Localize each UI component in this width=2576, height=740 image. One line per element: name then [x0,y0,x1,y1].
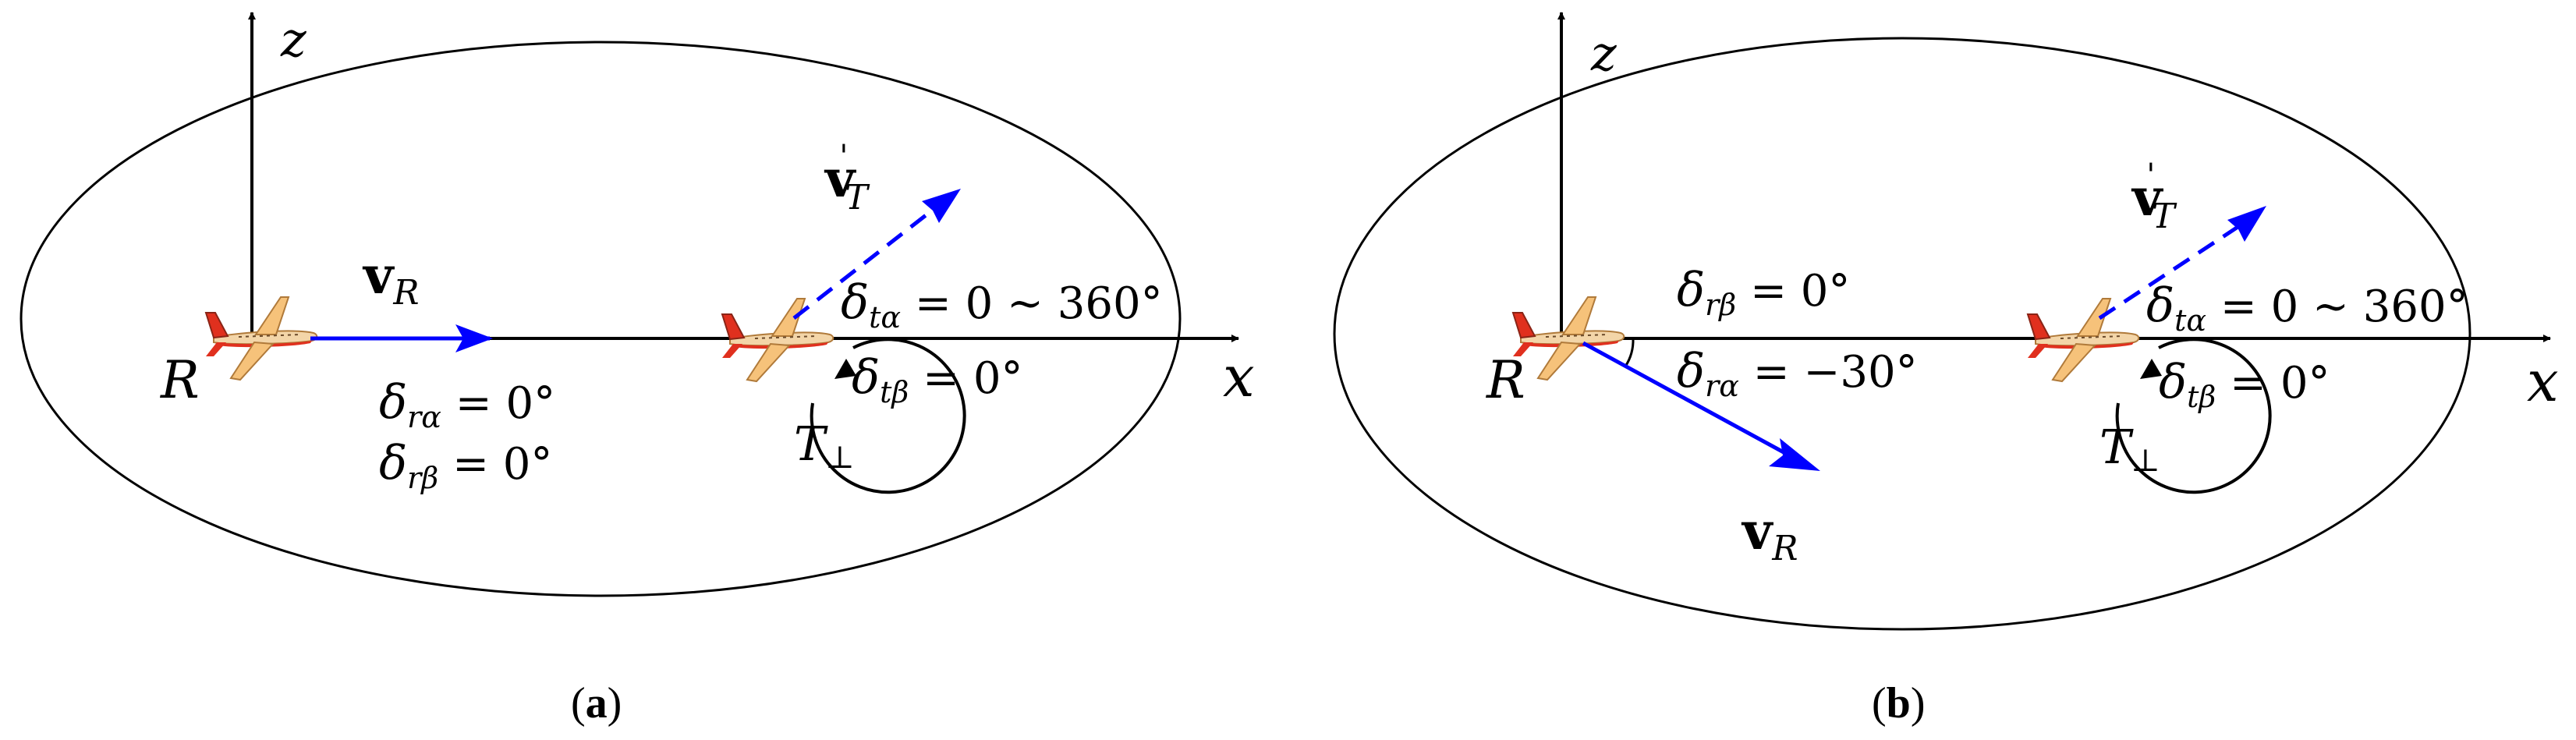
vR-arrow-b [1582,341,1794,459]
x-axis-label-b: x [2527,349,2559,414]
delta-r-alpha-label-b: δrα = −30° [1677,344,1918,403]
vT-label-b: v'T [2131,158,2177,236]
airplane-icon [2027,298,2140,382]
delta-t-alpha-label-b: δtα = 0 ~ 360° [2146,278,2468,338]
z-axis-label-a: z [280,11,306,68]
delta-r-beta-label-b: δrβ = 0° [1677,263,1850,322]
vR-arrowhead-a [455,324,493,352]
vR-label-a: vR [362,245,420,313]
panel-b: z x R vR δrβ = 0° δrα = −30° T⊥ [1333,12,2559,728]
transmitter-label-b: T⊥ [2099,420,2160,479]
vR-arrowhead-b [1769,438,1820,471]
caption-b: (b) [1872,679,1925,728]
angle-arc-b [1624,338,1635,367]
receiver-label-a: R [160,350,200,410]
z-axis-label-b: z [1590,25,1617,82]
delta-t-beta-label-b: δtβ = 0° [2159,355,2330,414]
delta-r-beta-label-a: δrβ = 0° [379,436,552,495]
vT-label-a: v'T [824,139,870,218]
rotation-arrowhead-b [2140,359,2162,379]
vT-arrowhead-a [922,189,961,223]
receiver-label-b: R [1486,350,1525,410]
rotation-arrow-icon [2115,338,2272,494]
caption-a: (a) [571,679,622,728]
x-axis-label-a: x [1223,344,1255,409]
airplane-icon [205,296,318,381]
vT-arrowhead-b [2227,206,2266,242]
airplane-icon [1512,296,1625,381]
rotation-arrowhead-a [834,359,856,379]
ellipse-b [1333,37,2471,631]
delta-t-alpha-label-a: δtα = 0 ~ 360° [841,275,1163,335]
panel-a: z x R vR δrα = 0° δrβ = 0° T⊥ [19,11,1255,728]
ellipse-a [19,41,1182,597]
transmitter-label-a: T⊥ [794,417,855,476]
delta-r-alpha-label-a: δrα = 0° [379,375,555,434]
delta-t-beta-label-a: δtβ = 0° [852,350,1023,409]
vR-label-b: vR [1741,501,1798,568]
vT-arrow-a [792,206,937,320]
rotation-arrow-icon [810,338,966,494]
airplane-icon [721,298,834,382]
